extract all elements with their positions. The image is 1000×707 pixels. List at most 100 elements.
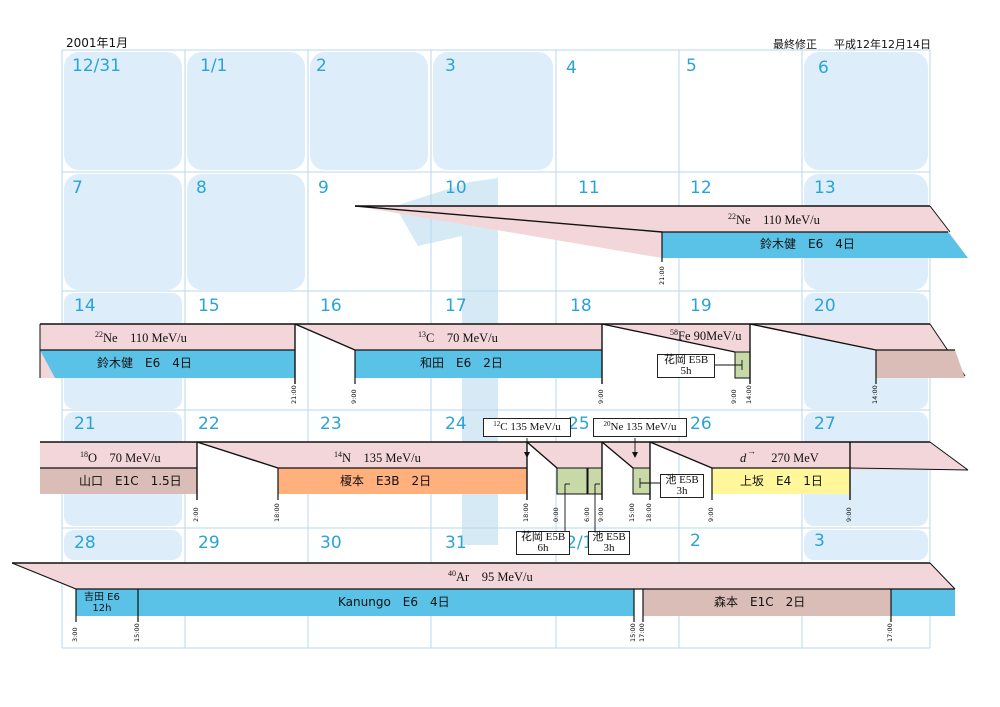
time-tick: 9:00 <box>845 507 853 522</box>
beam-label: 58Fe 90MeV/u <box>670 328 742 343</box>
time-tick: 0:00 <box>552 507 560 522</box>
beam-label: d 270 MeV <box>740 451 819 465</box>
day-number: 20 <box>814 296 836 316</box>
calendar-grid <box>61 49 931 649</box>
experiment-block <box>40 350 295 378</box>
revision-date: 平成12年12月14日 <box>834 38 931 51</box>
day-number: 1/1 <box>200 56 228 76</box>
day-number: 24 <box>445 414 467 434</box>
day-number: 12/31 <box>72 56 121 76</box>
day-number: 23 <box>320 414 342 434</box>
experiment-block <box>556 467 588 495</box>
time-tick: 9:00 <box>597 507 605 522</box>
day-number: 10 <box>445 178 467 198</box>
day-number: 15 <box>198 296 220 316</box>
beam-label: 22Ne 110 MeV/u <box>95 330 187 345</box>
time-tick: 21:00 <box>290 385 298 404</box>
beam-label: 18O 70 MeV/u <box>80 450 161 465</box>
day-number: 26 <box>690 414 712 434</box>
experiment-block <box>643 589 891 616</box>
day-number: 22 <box>198 414 220 434</box>
beam-label: 22Ne 110 MeV/u <box>728 212 820 227</box>
day-number: 25 <box>568 414 590 434</box>
day-number: 4 <box>566 58 577 78</box>
day-number: 29 <box>198 533 220 553</box>
experiment-label: 鈴木健 E6 4日 <box>97 356 192 370</box>
day-number: 2 <box>316 56 327 76</box>
experiment-label: 榎本 E3B 2日 <box>340 474 432 488</box>
experiment-block <box>662 232 968 258</box>
time-tick: 17:00 <box>886 623 894 642</box>
day-number: 18 <box>570 296 592 316</box>
day-number: 16 <box>320 296 342 316</box>
time-tick: 15:00 <box>629 623 637 642</box>
day-number: 2 <box>690 531 701 551</box>
time-tick: 2:00 <box>192 507 200 522</box>
cell-background <box>187 52 305 170</box>
cell-background <box>310 52 428 170</box>
experiment-label: 和田 E6 2日 <box>420 356 503 370</box>
time-tick: 15:00 <box>628 503 636 522</box>
month-title: 2001年1月 <box>66 36 129 50</box>
time-tick: 15:00 <box>133 623 141 642</box>
beam-callout: 12C 135 MeV/u <box>483 418 571 437</box>
experiment-block <box>40 468 197 494</box>
experiment-block <box>355 350 602 378</box>
time-tick: 18:00 <box>522 503 530 522</box>
day-number: 19 <box>690 296 712 316</box>
time-tick: 3:00 <box>71 627 79 642</box>
experiment-block <box>278 468 527 494</box>
experiment-block <box>76 589 138 616</box>
day-number: 13 <box>814 178 836 198</box>
day-number: 30 <box>320 533 342 553</box>
revision-label: 最終修正 <box>773 38 817 51</box>
day-number: 12 <box>690 178 712 198</box>
experiment-label: 森本 E1C 2日 <box>714 595 806 609</box>
day-number: 9 <box>318 178 329 198</box>
cell-background <box>804 530 928 560</box>
time-tick: 14:00 <box>871 385 879 404</box>
time-tick: 14:00 <box>745 385 753 404</box>
day-number: 3 <box>445 56 456 76</box>
cell-background <box>804 52 928 170</box>
cell-background <box>64 52 182 170</box>
experiment-block <box>712 468 850 494</box>
beam-label: 40Ar 95 MeV/u <box>448 569 533 584</box>
vector-arrow-icon: → <box>747 446 756 456</box>
experiment-label: 上坂 E4 1日 <box>740 474 823 488</box>
time-tick: 18:00 <box>273 503 281 522</box>
cell-background <box>433 52 553 170</box>
experiment-label: 山口 E1C 1.5日 <box>79 474 182 488</box>
time-tick: 6:00 <box>583 507 591 522</box>
day-number: 14 <box>74 296 96 316</box>
day-number: 28 <box>74 533 96 553</box>
time-tick: 9:00 <box>707 507 715 522</box>
day-number: 31 <box>445 533 467 553</box>
day-number: 6 <box>818 58 829 78</box>
day-number: 27 <box>814 414 836 434</box>
cell-background <box>187 174 305 290</box>
experiment-block <box>876 350 965 378</box>
day-number: 21 <box>74 414 96 434</box>
time-tick: 9:00 <box>350 389 358 404</box>
time-tick: 9:00 <box>597 389 605 404</box>
cell-background <box>64 174 182 290</box>
beam-label: 13C 70 MeV/u <box>418 330 498 345</box>
experiment-label: 鈴木健 E6 4日 <box>760 237 855 251</box>
experiment-block <box>632 467 651 495</box>
experiment-block <box>891 589 955 616</box>
day-number: 11 <box>578 178 600 198</box>
time-tick: 17:00 <box>638 623 646 642</box>
day-number: 8 <box>196 178 207 198</box>
day-number: 3 <box>814 531 825 551</box>
experiment-block <box>138 589 634 616</box>
day-number: 2/1 <box>566 533 594 553</box>
time-tick: 9:00 <box>730 389 738 404</box>
day-number: 5 <box>686 56 697 76</box>
day-number: 17 <box>445 296 467 316</box>
